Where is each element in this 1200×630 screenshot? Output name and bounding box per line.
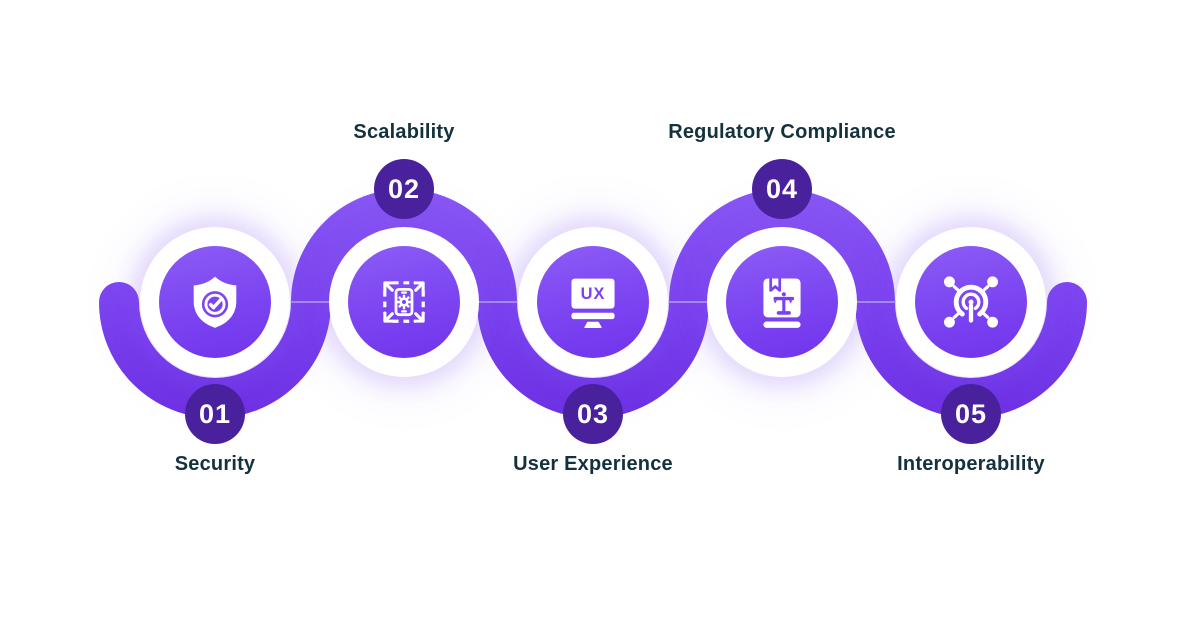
step-node-security (140, 227, 290, 377)
law-book-icon (763, 278, 801, 328)
step-label: Scalability (353, 121, 455, 143)
step-label: User Experience (513, 453, 673, 475)
step-node-interoperability (896, 227, 1046, 377)
scales-of-justice-glyph (773, 292, 795, 315)
step-circle (159, 246, 271, 358)
ux-icon-text: UX (581, 285, 606, 303)
step-number: 02 (387, 173, 421, 204)
step-node-regulatory-compliance (707, 227, 857, 377)
step-circle (915, 246, 1027, 358)
step-circle (348, 246, 460, 358)
step-number: 01 (198, 398, 232, 429)
step-number-badge: 01 (185, 384, 245, 444)
step-number-badge: 04 (752, 159, 812, 219)
step-number: 04 (765, 173, 799, 204)
step-circle (726, 246, 838, 358)
network-hub-icon (944, 276, 998, 328)
step-circle: UX (537, 246, 649, 358)
shield-check-icon (193, 276, 237, 328)
step-number: 03 (576, 398, 610, 429)
gear-icon (396, 294, 412, 310)
scalability-phone-icon (383, 281, 425, 323)
step-number-badge: 05 (941, 384, 1001, 444)
step-node-user-experience: UX (518, 227, 668, 377)
step-number-badge: 03 (563, 384, 623, 444)
step-label: Regulatory Compliance (668, 121, 896, 143)
ux-monitor-icon: UX (571, 278, 615, 329)
step-node-scalability (329, 227, 479, 377)
step-number: 05 (954, 398, 988, 429)
step-label: Interoperability (897, 453, 1045, 475)
step-number-badge: 02 (374, 159, 434, 219)
step-label: Security (174, 453, 256, 475)
